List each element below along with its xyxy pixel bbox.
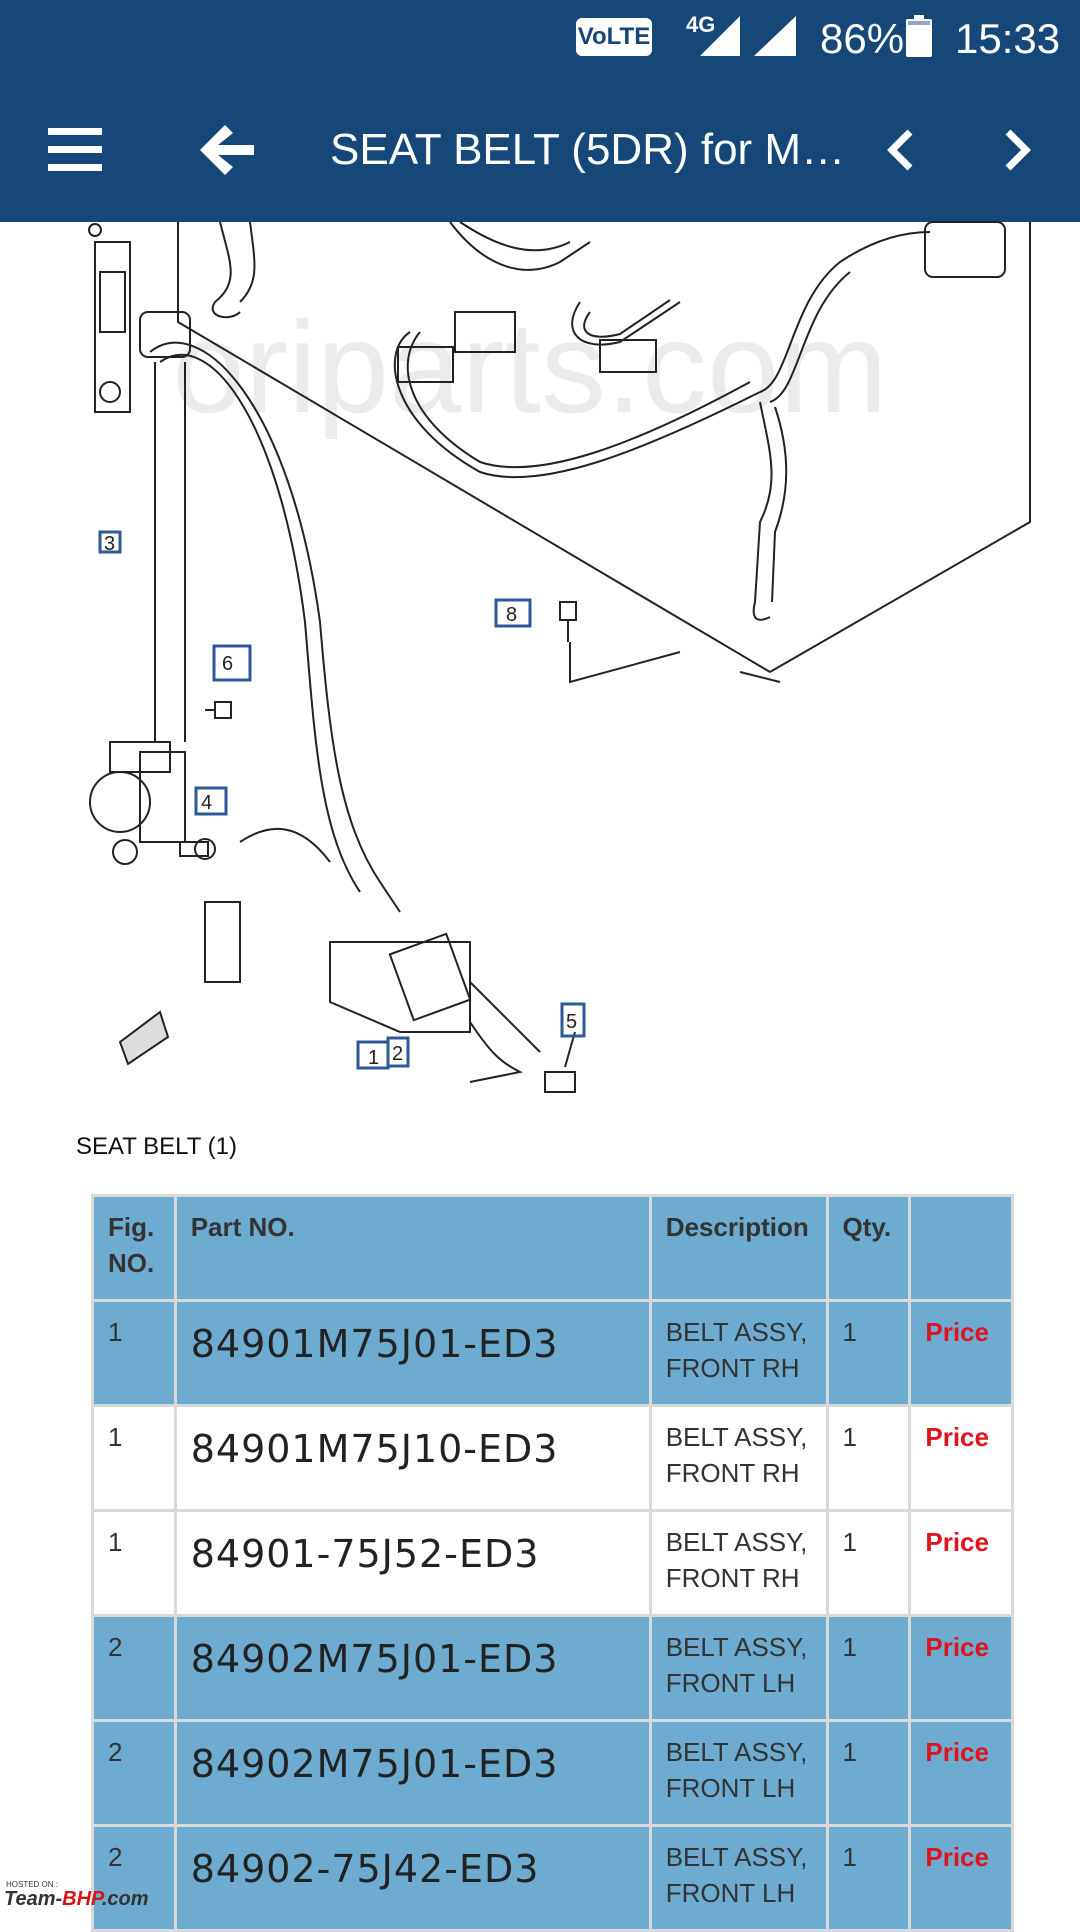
cell-part: 84901-75J52-ED3 (173, 1509, 652, 1617)
brand-mid: BHP (62, 1888, 102, 1910)
cell-description: BELT ASSY, FRONT LH (648, 1824, 829, 1932)
header-description: Description (648, 1194, 829, 1302)
cell-fig: 1 (91, 1509, 177, 1617)
signal-4g-icon (700, 16, 740, 56)
parts-table: Fig. NO. Part NO. Description Qty. 1 849… (91, 1194, 1014, 1932)
previous-button[interactable] (850, 100, 950, 200)
next-button[interactable] (968, 100, 1068, 200)
cell-description: BELT ASSY, FRONT RH (648, 1509, 829, 1617)
cell-description: BELT ASSY, FRONT LH (648, 1614, 829, 1722)
callout-4: 4 (201, 792, 212, 814)
part-number: 84901M75J10-ED3 (190, 1427, 559, 1471)
cell-qty: 1 (825, 1299, 912, 1407)
hosted-on-label: HOSTED ON : (6, 1880, 59, 1889)
chevron-right-icon (1005, 129, 1031, 171)
cell-qty: 1 (825, 1509, 912, 1617)
back-button[interactable] (177, 100, 277, 200)
parts-diagram: oriparts.com (88, 221, 1031, 1093)
table-row[interactable]: 2 84902M75J01-ED3 BELT ASSY, FRONT LH 1 … (91, 1719, 1014, 1827)
network-type: 4G (686, 12, 716, 37)
cell-part: 84901M75J10-ED3 (173, 1404, 652, 1512)
header-qty: Qty. (825, 1194, 912, 1302)
callout-6: 6 (222, 653, 233, 675)
header-fig: Fig. NO. (91, 1194, 177, 1302)
table-row[interactable]: 1 84901-75J52-ED3 BELT ASSY, FRONT RH 1 … (91, 1509, 1014, 1617)
brand-left: Team- (4, 1888, 63, 1910)
signal-icon (754, 16, 796, 56)
battery-icon (906, 15, 932, 57)
cell-part: 84902M75J01-ED3 (173, 1614, 652, 1722)
page-title: SEAT BELT (5DR) for M… (330, 125, 846, 174)
cell-qty: 1 (825, 1824, 912, 1932)
callout-5: 5 (566, 1011, 577, 1033)
cell-fig: 1 (91, 1404, 177, 1512)
battery-percent: 86% (820, 15, 905, 62)
callout-3: 3 (104, 533, 115, 555)
cell-qty: 1 (825, 1404, 912, 1512)
menu-button[interactable] (25, 100, 125, 200)
chevron-left-icon (887, 129, 913, 171)
price-link[interactable]: Price (908, 1299, 1014, 1407)
cell-qty: 1 (825, 1719, 912, 1827)
price-link[interactable]: Price (908, 1719, 1014, 1827)
arrow-left-icon (200, 125, 254, 175)
cell-description: BELT ASSY, FRONT LH (648, 1719, 829, 1827)
cell-qty: 1 (825, 1614, 912, 1722)
price-link[interactable]: Price (908, 1614, 1014, 1722)
status-bar: VoLTE 4G 86% 15:33 (0, 0, 1080, 75)
table-row[interactable]: 1 84901M75J01-ED3 BELT ASSY, FRONT RH 1 … (91, 1299, 1014, 1407)
part-number: 84901M75J01-ED3 (190, 1322, 559, 1366)
table-row[interactable]: 1 84901M75J10-ED3 BELT ASSY, FRONT RH 1 … (91, 1404, 1014, 1512)
cell-description: BELT ASSY, FRONT RH (648, 1404, 829, 1512)
part-number: 84902M75J01-ED3 (190, 1637, 559, 1681)
brand-right: .com (101, 1888, 149, 1910)
part-number: 84902-75J42-ED3 (190, 1847, 540, 1891)
table-row[interactable]: 2 84902-75J42-ED3 BELT ASSY, FRONT LH 1 … (91, 1824, 1014, 1932)
header-part: Part NO. (173, 1194, 652, 1302)
cell-fig: 2 (91, 1614, 177, 1722)
diagram-caption: SEAT BELT (1) (76, 1133, 237, 1160)
hosted-on-logo: HOSTED ON : Team-BHP.com (0, 1880, 200, 1920)
table-row[interactable]: 2 84902M75J01-ED3 BELT ASSY, FRONT LH 1 … (91, 1614, 1014, 1722)
cell-part: 84901M75J01-ED3 (173, 1299, 652, 1407)
price-link[interactable]: Price (908, 1824, 1014, 1932)
clock: 15:33 (955, 15, 1061, 62)
price-link[interactable]: Price (908, 1509, 1014, 1617)
brand-logo: Team-BHP.com (4, 1888, 149, 1911)
app-header: VoLTE 4G 86% 15:33 SEAT BELT (0, 0, 1080, 222)
cell-part: 84902-75J42-ED3 (173, 1824, 652, 1932)
table-header-row: Fig. NO. Part NO. Description Qty. (91, 1194, 1014, 1302)
callout-2: 2 (392, 1043, 403, 1065)
cell-description: BELT ASSY, FRONT RH (648, 1299, 829, 1407)
cell-fig: 1 (91, 1299, 177, 1407)
cell-part: 84902M75J01-ED3 (173, 1719, 652, 1827)
menu-icon (48, 128, 102, 171)
callout-1: 1 (368, 1047, 379, 1069)
cell-fig: 2 (91, 1719, 177, 1827)
toolbar: SEAT BELT (5DR) for M… (0, 100, 1080, 200)
callouts: 3 6 4 8 5 1 2 (98, 530, 586, 1070)
header-price (908, 1194, 1014, 1302)
part-number: 84901-75J52-ED3 (190, 1532, 540, 1576)
volte-badge: VoLTE (576, 18, 652, 56)
diagram-watermark: oriparts.com (172, 294, 887, 440)
diagram-lines (88, 221, 1031, 1093)
callout-8: 8 (506, 604, 517, 626)
part-number: 84902M75J01-ED3 (190, 1742, 559, 1786)
cell-fig: 2 (91, 1824, 177, 1932)
price-link[interactable]: Price (908, 1404, 1014, 1512)
